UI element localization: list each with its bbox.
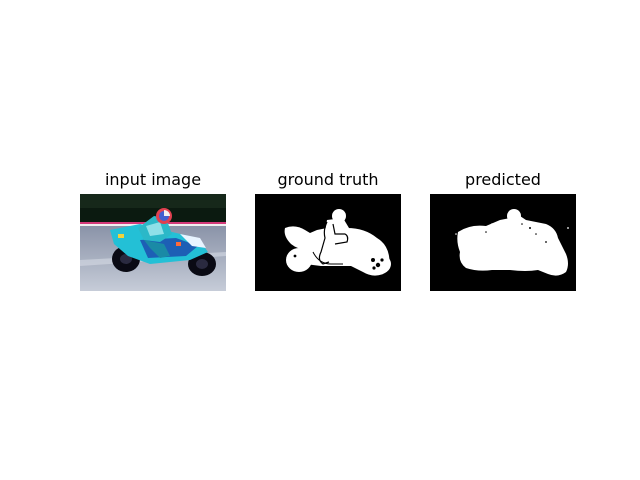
input-photo bbox=[80, 194, 226, 291]
panel-title-predicted: predicted bbox=[465, 170, 541, 189]
ground-truth-mask bbox=[255, 194, 401, 291]
panel-title-ground-truth: ground truth bbox=[277, 170, 379, 189]
panel-title-input: input image bbox=[104, 170, 202, 189]
predicted-mask bbox=[430, 194, 576, 291]
